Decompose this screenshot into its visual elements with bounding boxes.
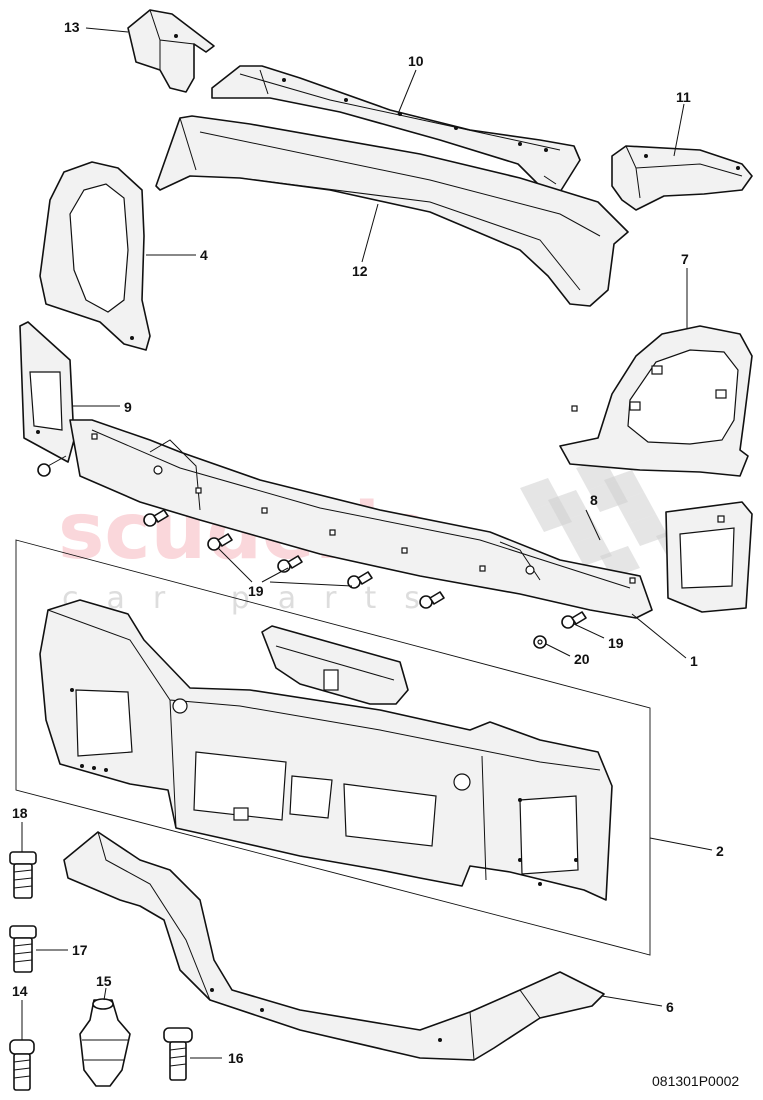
part-13-bracket <box>127 9 215 93</box>
part-16-bolt <box>163 1027 193 1081</box>
callout-17: 17 <box>72 942 88 958</box>
screw-icon <box>207 533 233 551</box>
callout-10: 10 <box>408 53 424 69</box>
callout-19: 19 <box>248 583 264 599</box>
part-4-side-panel <box>39 161 151 351</box>
callout-8: 8 <box>590 492 598 508</box>
part-11-bracket <box>611 145 753 211</box>
callout-13: 13 <box>64 19 80 35</box>
part-8-plate <box>665 501 753 613</box>
checkered-flag-icon <box>520 458 696 578</box>
leader-lines <box>21 27 713 1059</box>
callout-19-right: 19 <box>608 635 624 651</box>
part-2-handle-bracket <box>261 625 409 705</box>
part-14-bolt <box>9 1039 35 1091</box>
screw-icon <box>419 591 445 609</box>
assembly-frame <box>15 539 651 956</box>
screw-icon <box>347 571 373 589</box>
fasteners <box>37 455 587 649</box>
screw-icon <box>277 555 303 573</box>
part-18-bolt <box>9 851 37 899</box>
callout-16: 16 <box>228 1050 244 1066</box>
part-6-lower-crossmember <box>63 831 605 1061</box>
part-10-channel <box>211 65 581 193</box>
callout-20: 20 <box>574 651 590 667</box>
screw-icon <box>561 611 587 629</box>
callout-14: 14 <box>12 983 28 999</box>
screw-icon <box>37 455 67 477</box>
part-17-bolt <box>9 925 37 973</box>
callout-1: 1 <box>690 653 698 669</box>
part-15-nut <box>79 998 131 1087</box>
watermark-tagline: car parts <box>62 581 448 616</box>
callout-2: 2 <box>716 843 724 859</box>
callout-12: 12 <box>352 263 368 279</box>
callout-9: 9 <box>124 399 132 415</box>
washer-screw-icon <box>533 635 547 649</box>
callout-15: 15 <box>96 973 112 989</box>
screw-icon <box>143 509 169 527</box>
part-2-main-panel <box>39 599 613 901</box>
callout-18: 18 <box>12 805 28 821</box>
part-12-crossmember <box>155 115 629 307</box>
callout-11: 11 <box>676 89 691 105</box>
callout-7: 7 <box>681 251 689 267</box>
drawing-number: 081301P0002 <box>652 1073 739 1089</box>
part-1-rear-panel <box>69 419 653 619</box>
callout-6: 6 <box>666 999 674 1015</box>
callout-4: 4 <box>200 247 208 263</box>
part-9-plate <box>19 321 75 463</box>
part-7-side-panel <box>559 325 753 477</box>
